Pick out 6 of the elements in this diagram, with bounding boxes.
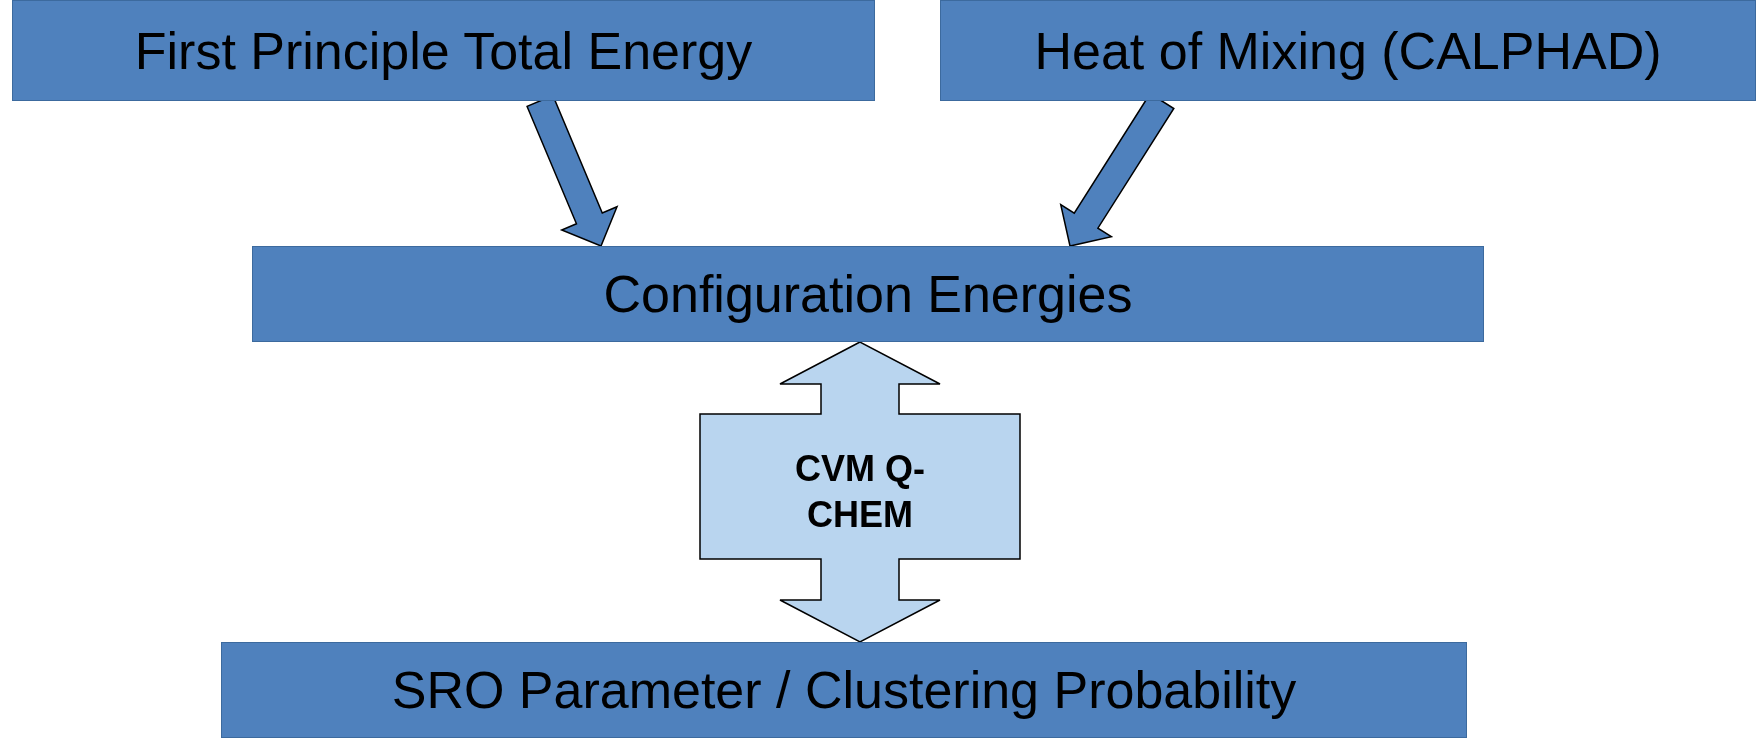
process-box: First Principle Total Energy	[12, 0, 875, 101]
process-box: Configuration Energies	[252, 246, 1484, 342]
block-arrow	[699, 341, 1021, 643]
process-box: Heat of Mixing (CALPHAD)	[940, 0, 1756, 101]
edge-label: CVM Q-CHEM	[794, 447, 926, 537]
process-box: SRO Parameter / Clustering Probability	[221, 642, 1467, 738]
